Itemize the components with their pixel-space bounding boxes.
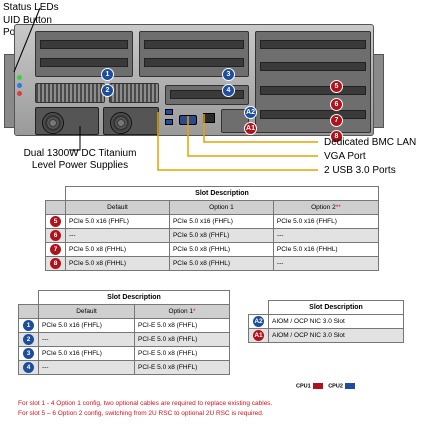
legend-cpu1-swatch <box>312 383 323 389</box>
table-cell: PCIe 5.0 x16 (FHFL) <box>37 346 136 361</box>
table-row: A1 AIOM / OCP NIC 3.0 Slot <box>248 328 404 343</box>
vent-grille <box>109 83 159 103</box>
bmc-lan-port[interactable] <box>203 113 215 123</box>
slot-badge-4: 4 <box>23 362 34 373</box>
slot-badge-2: 2 <box>23 334 34 345</box>
table-cell: --- <box>272 256 380 271</box>
table-cell: PCIe 5.0 x16 (FHFL) <box>168 214 274 229</box>
table-caption: Slot Description <box>65 186 379 201</box>
table-cell: PCIe 5.0 x8 (FHHL) <box>65 256 170 271</box>
slot-badge-1: 1 <box>101 68 114 81</box>
table-cell: AIOM / OCP NIC 3.0 Slot <box>268 314 404 329</box>
table-cell: PCI-E 5.0 x8 (FHFL) <box>134 332 230 347</box>
column-header: Option 1 <box>168 200 274 215</box>
slot-badge-5: 5 <box>330 80 343 93</box>
slot-table-right: Slot Description A2 AIOM / OCP NIC 3.0 S… <box>248 300 404 343</box>
slot-badge-3: 3 <box>23 348 34 359</box>
aiom-badge-a2: A2 <box>244 106 257 119</box>
riser-bay-right <box>255 31 371 133</box>
cpu-legend: CPU1 CPU2 <box>296 383 359 389</box>
chassis-body <box>14 24 374 136</box>
table-cell: PCI-E 5.0 x8 (FHFL) <box>134 360 230 375</box>
table-cell: --- <box>37 360 136 375</box>
slot-table-top: Slot Description Default Option 1 Option… <box>45 186 380 271</box>
table-cell: PCI-E 5.0 x8 (FHFL) <box>134 318 230 333</box>
table-cell: PCIe 5.0 x8 (FHHL) <box>65 242 170 257</box>
status-leds-label: Status LEDs <box>3 2 59 13</box>
table-cell: PCIe 5.0 x8 (FHFL) <box>168 228 274 243</box>
aiom-badge-a1: A1 <box>253 330 264 341</box>
table-row: 1 PCIe 5.0 x16 (FHFL) PCI-E 5.0 x8 (FHFL… <box>18 318 230 333</box>
vga-port[interactable] <box>179 115 197 125</box>
table-cell: PCIe 5.0 x16 (FHFL) <box>65 214 170 229</box>
slot-badge-2: 2 <box>101 84 114 97</box>
table-caption: Slot Description <box>268 300 404 315</box>
usb-ports-label: 2 USB 3.0 Ports <box>324 165 396 176</box>
column-header: Option 2** <box>272 200 380 215</box>
slot-badge-7: 7 <box>330 114 343 127</box>
slot-badge-6: 6 <box>330 98 343 111</box>
table-cell: PCIe 5.0 x8 (FHHL) <box>168 242 274 257</box>
table-row: A2 AIOM / OCP NIC 3.0 Slot <box>248 314 404 329</box>
column-header: Default <box>65 200 170 215</box>
table-row: 7 PCIe 5.0 x8 (FHHL) PCIe 5.0 x8 (FHHL) … <box>45 242 380 257</box>
slot-badge-8: 8 <box>50 258 61 269</box>
table-caption: Slot Description <box>38 290 230 305</box>
table-row: 3 PCIe 5.0 x16 (FHFL) PCI-E 5.0 x8 (FHFL… <box>18 346 230 361</box>
slot-badge-7: 7 <box>50 244 61 255</box>
table-cell: AIOM / OCP NIC 3.0 Slot <box>268 328 404 343</box>
table-cell: --- <box>37 332 136 347</box>
aiom-badge-a1: A1 <box>244 122 257 135</box>
usb-port-2[interactable] <box>165 119 173 125</box>
slot-badge-8: 8 <box>330 130 343 143</box>
slot-badge-5: 5 <box>50 216 61 227</box>
table-cell: --- <box>272 228 380 243</box>
slot-badge-3: 3 <box>222 68 235 81</box>
legend-cpu2-label: CPU2 <box>328 383 343 390</box>
server-rear-view: 1 2 3 4 5 6 7 8 A2 A1 <box>4 14 384 143</box>
table-cell: PCIe 5.0 x8 (FHHL) <box>168 256 274 271</box>
footnote-1: For slot 1 - 4 Option 1 config, two opti… <box>18 400 273 407</box>
slot-badge-1: 1 <box>23 320 34 331</box>
power-supply-1 <box>35 107 99 135</box>
table-cell: PCIe 5.0 x16 (FHFL) <box>272 214 380 229</box>
table-cell: --- <box>65 228 170 243</box>
table-row: 2 --- PCI-E 5.0 x8 (FHFL) <box>18 332 230 347</box>
legend-cpu2-swatch <box>344 383 355 389</box>
aiom-badge-a2: A2 <box>253 316 264 327</box>
table-row: 6 --- PCIe 5.0 x8 (FHFL) --- <box>45 228 380 243</box>
psu-label-line1: Dual 1300W DC Titanium <box>23 148 137 159</box>
uid-button[interactable] <box>17 83 22 88</box>
slot-table-left: Slot Description Default Option 1* 1 PCI… <box>18 290 230 375</box>
status-led <box>17 75 22 80</box>
riser-bay-left <box>35 31 133 77</box>
bmc-lan-label: Dedicated BMC LAN <box>324 137 417 148</box>
slot-badge-6: 6 <box>50 230 61 241</box>
table-cell: PCI-E 5.0 x8 (FHFL) <box>134 346 230 361</box>
table-cell: PCIe 5.0 x16 (FHHL) <box>272 242 380 257</box>
column-header: Default <box>37 304 136 319</box>
table-row: 8 PCIe 5.0 x8 (FHHL) PCIe 5.0 x8 (FHHL) … <box>45 256 380 271</box>
slot-badge-4: 4 <box>222 84 235 97</box>
usb-port-1[interactable] <box>165 109 173 115</box>
power-supply-2 <box>103 107 159 135</box>
table-row: 5 PCIe 5.0 x16 (FHFL) PCIe 5.0 x16 (FHFL… <box>45 214 380 229</box>
table-row: 4 --- PCI-E 5.0 x8 (FHFL) <box>18 360 230 375</box>
legend-cpu1-label: CPU1 <box>296 383 311 390</box>
riser-bay-middle <box>139 31 249 77</box>
psu-label-line2: Level Power Supplies <box>31 160 129 171</box>
aiom-slot-bay <box>165 85 249 105</box>
table-cell: PCIe 5.0 x16 (FHFL) <box>37 318 136 333</box>
vga-port-label: VGA Port <box>324 151 366 162</box>
vent-grille <box>35 83 105 103</box>
power-button[interactable] <box>17 91 22 96</box>
footnote-2: For slot 5 – 6 Option 2 config, switchin… <box>18 410 264 417</box>
column-header: Option 1* <box>134 304 230 319</box>
